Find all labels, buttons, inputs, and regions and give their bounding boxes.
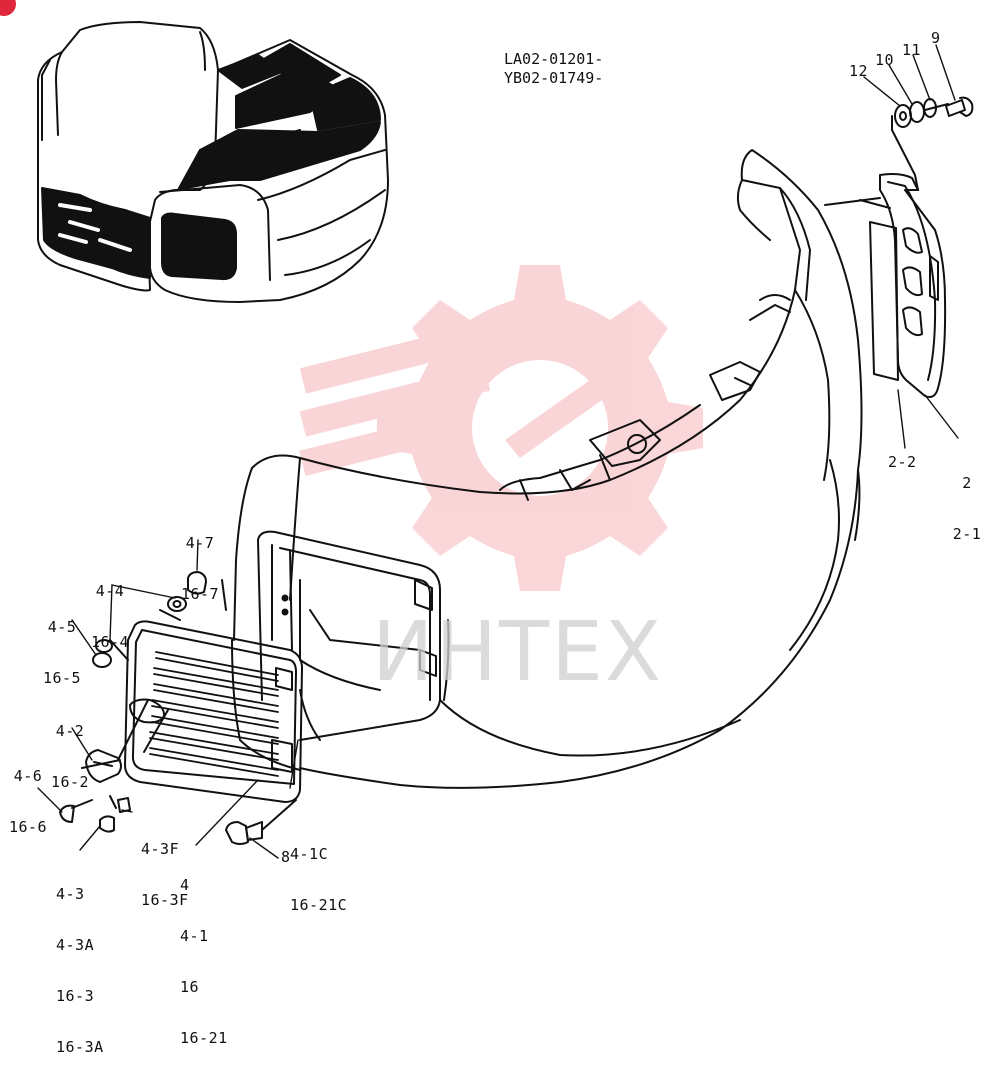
counterweight-body-drawing [221, 149, 863, 789]
callout-8: 8 [281, 848, 291, 866]
serial-line: LA02-01201- [504, 50, 604, 68]
callout-11: 11 [902, 41, 922, 59]
rear-cover-drawing [824, 173, 947, 398]
callout-10: 10 [875, 51, 895, 69]
machine-overview-drawing [37, 21, 389, 303]
callout-4-2: 4-2 16-2 [50, 722, 90, 791]
callout-4-6: 4-6 16-6 [8, 767, 48, 836]
serial-line: YB02-01749- [504, 69, 604, 87]
callout-4-3F: 4-3F 16-3F [141, 840, 189, 909]
serial-range: LA02-01201- YB02-01749- [504, 50, 603, 88]
parts-diagram: ИНТЕХ LA02-01201- YB02-01749- 9 11 10 12… [0, 0, 982, 1056]
callout-4: 4 4-1 16 16-21 [180, 876, 228, 1047]
callout-4-1C: 4-1C 16-21C [290, 845, 348, 914]
callout-4-3: 4-3 4-3A 16-3 16-3A [56, 885, 104, 1056]
callout-2-2: 2-2 [888, 453, 917, 471]
callout-4-4: 4-4 16-4 [90, 582, 130, 651]
callout-12: 12 [849, 62, 869, 80]
watermark-text: ИНТЕХ [372, 605, 664, 700]
front-hardware-drawing [59, 571, 297, 845]
callout-2: 2 2-1 [952, 474, 982, 543]
callout-9: 9 [931, 29, 941, 47]
callout-4-5: 4-5 16-5 [42, 618, 82, 687]
corner-badge [0, 0, 16, 16]
watermark-gear-icon [299, 265, 703, 591]
callout-4-7: 4-7 16-7 [180, 534, 220, 603]
front-grille-drawing [124, 620, 303, 803]
diagram-drawing [37, 21, 974, 859]
grille-slats [149, 651, 279, 777]
leader-lines [37, 44, 959, 859]
